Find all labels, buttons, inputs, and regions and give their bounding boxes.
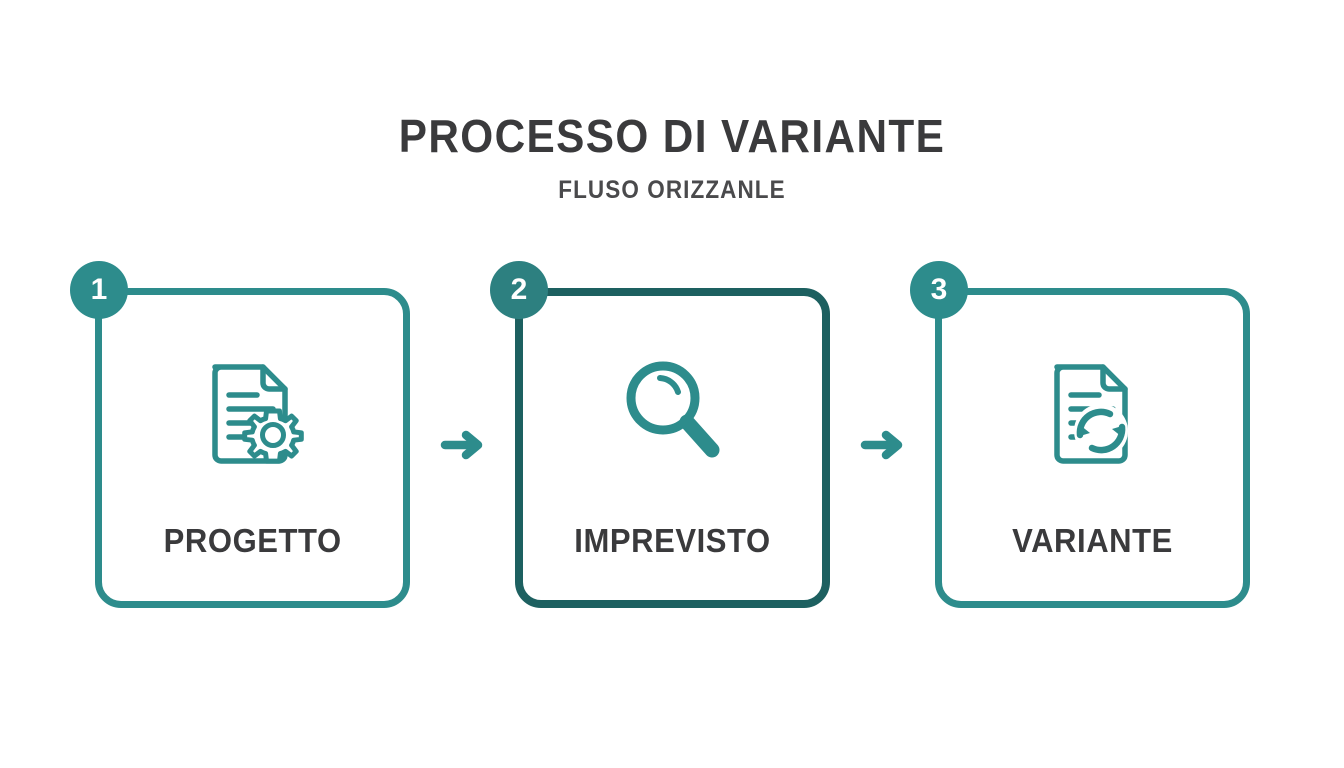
document-refresh-icon	[1028, 346, 1158, 476]
process-step-1[interactable]: PROGETTO 1	[70, 260, 410, 608]
process-step-2[interactable]: IMPREVISTO 2	[490, 260, 830, 608]
step-label: IMPREVISTO	[574, 521, 771, 559]
step-card-imprevisto[interactable]: IMPREVISTO	[515, 287, 830, 608]
step-number-badge: 2	[490, 260, 548, 319]
step-label: VARIANTE	[1012, 521, 1173, 559]
document-gear-icon	[188, 346, 318, 476]
step-number-badge: 3	[910, 260, 968, 319]
page-title: PROCESSO DI VARIANTE	[398, 110, 946, 162]
process-flow: PROGETTO 1 IMPREVISTO	[70, 260, 1250, 610]
step-label: PROGETTO	[163, 521, 342, 559]
page-subtitle: FLUSO ORIZZANLE	[558, 176, 786, 205]
process-step-3[interactable]: VARIANTE 3	[910, 260, 1250, 608]
diagram-header: PROCESSO DI VARIANTE FLUSO ORIZZANLE	[0, 112, 1344, 205]
step-card-variante[interactable]: VARIANTE	[935, 287, 1250, 608]
step-card-progetto[interactable]: PROGETTO	[95, 287, 410, 608]
arrow-right-icon	[854, 416, 912, 474]
arrow-right-icon	[434, 416, 492, 474]
step-number-badge: 1	[70, 260, 128, 319]
magnifier-icon	[608, 346, 738, 476]
